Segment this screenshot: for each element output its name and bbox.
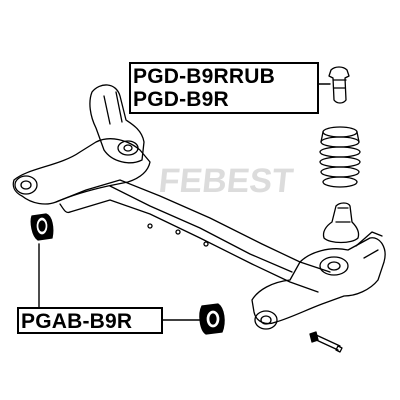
mounting-bolt xyxy=(309,331,343,353)
right-bushing xyxy=(199,303,225,335)
left-pivot-eye xyxy=(14,175,38,195)
left-bushing xyxy=(30,213,54,241)
torsion-beam xyxy=(55,179,331,293)
left-shock-tower xyxy=(89,84,145,164)
left-trailing-arm xyxy=(12,138,151,205)
part-label-box-top xyxy=(129,62,319,114)
left-spring-seat xyxy=(117,140,139,156)
right-spring-seat xyxy=(319,256,349,276)
rear-axle-beam xyxy=(12,84,386,330)
bump-stop xyxy=(328,66,350,104)
right-trailing-arm xyxy=(251,237,386,325)
coil-spring xyxy=(319,126,361,188)
part-number-label-bump-stop-alt: PGD-B9R xyxy=(133,88,229,111)
leader-lines xyxy=(38,83,331,321)
brand-watermark: FEBEST xyxy=(157,162,295,200)
part-label-box-bottom xyxy=(17,307,163,334)
part-number-label-bump-stop: PGD-B9RRUB xyxy=(133,65,276,88)
right-pivot-eye xyxy=(254,310,278,330)
part-number-label-bushing: PGAB-B9R xyxy=(21,310,133,333)
spring-seat-insulator xyxy=(322,202,360,244)
